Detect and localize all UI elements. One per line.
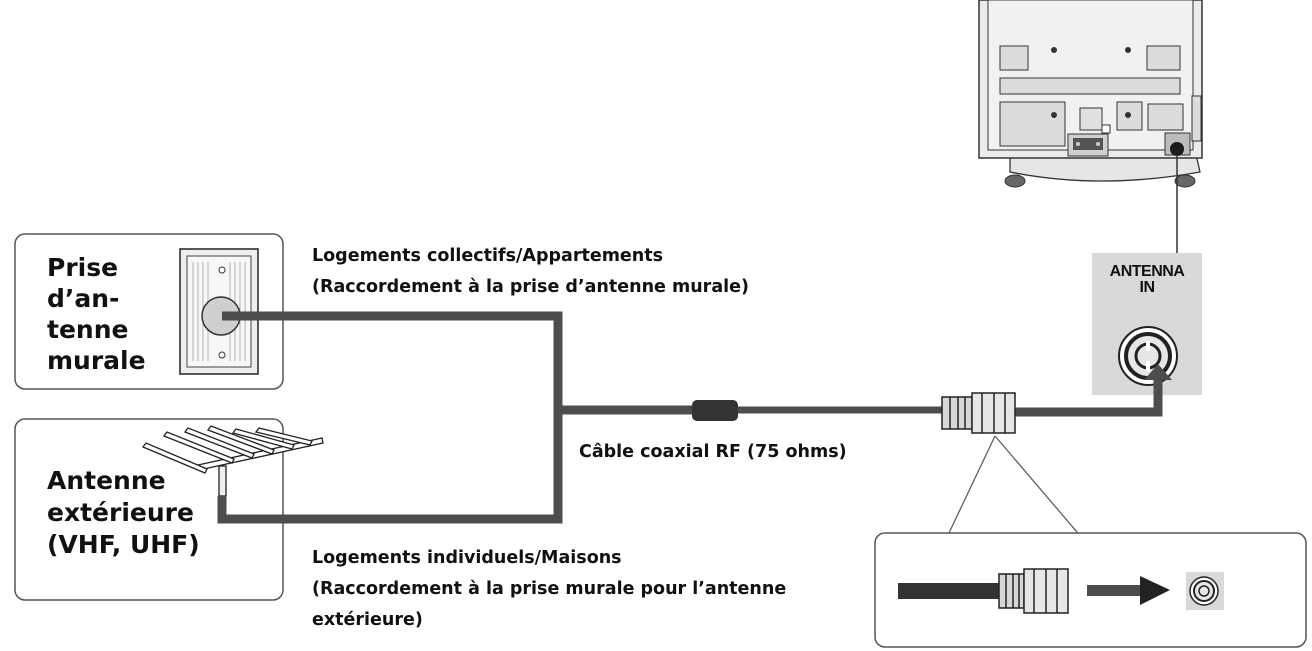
inset-arrow-icon xyxy=(1087,576,1170,605)
wall-socket-label-line: d’an- xyxy=(47,284,120,313)
antenna-in-label-line: ANTENNA xyxy=(1109,263,1185,280)
outdoor-antenna-label-line: Antenne xyxy=(47,466,166,495)
wall-socket-label-line: murale xyxy=(47,346,146,375)
outdoor-antenna-label: Antenne extérieure (VHF, UHF) xyxy=(47,465,200,561)
outdoor-antenna-label-line: extérieure xyxy=(47,498,194,527)
insert-arrowhead xyxy=(1144,364,1172,380)
tv-rear-view xyxy=(978,0,1203,188)
antenna-in-label: ANTENNA IN xyxy=(1092,264,1202,296)
wall-socket-label-line: Prise xyxy=(47,253,119,282)
cable-caption: Câble coaxial RF (75 ohms) xyxy=(579,442,847,462)
apartments-caption-line: Logements collectifs/Appartements xyxy=(312,246,664,266)
wall-plate-icon xyxy=(179,248,259,375)
yagi-antenna-icon xyxy=(141,425,324,497)
wall-socket-label: Prise d’an- tenne murale xyxy=(47,252,146,376)
inset-socket-icon xyxy=(1186,572,1224,610)
ferrite-core xyxy=(692,400,738,421)
houses-caption-line: (Raccordement à la prise murale pour l’a… xyxy=(312,579,787,599)
antenna-in-label-line: IN xyxy=(1139,279,1156,296)
houses-caption: Logements individuels/Maisons (Raccordem… xyxy=(312,543,786,636)
houses-caption-line: Logements individuels/Maisons xyxy=(312,548,622,568)
coax-cable xyxy=(217,311,1163,524)
outdoor-antenna-label-line: (VHF, UHF) xyxy=(47,530,200,559)
apartments-caption: Logements collectifs/Appartements (Racco… xyxy=(312,241,749,303)
apartments-caption-line: (Raccordement à la prise d’antenne mural… xyxy=(312,277,749,297)
inset-plug-icon xyxy=(898,568,1069,614)
houses-caption-line: extérieure) xyxy=(312,610,423,630)
f-plug-connector xyxy=(941,392,1016,434)
wall-socket-label-line: tenne xyxy=(47,315,129,344)
